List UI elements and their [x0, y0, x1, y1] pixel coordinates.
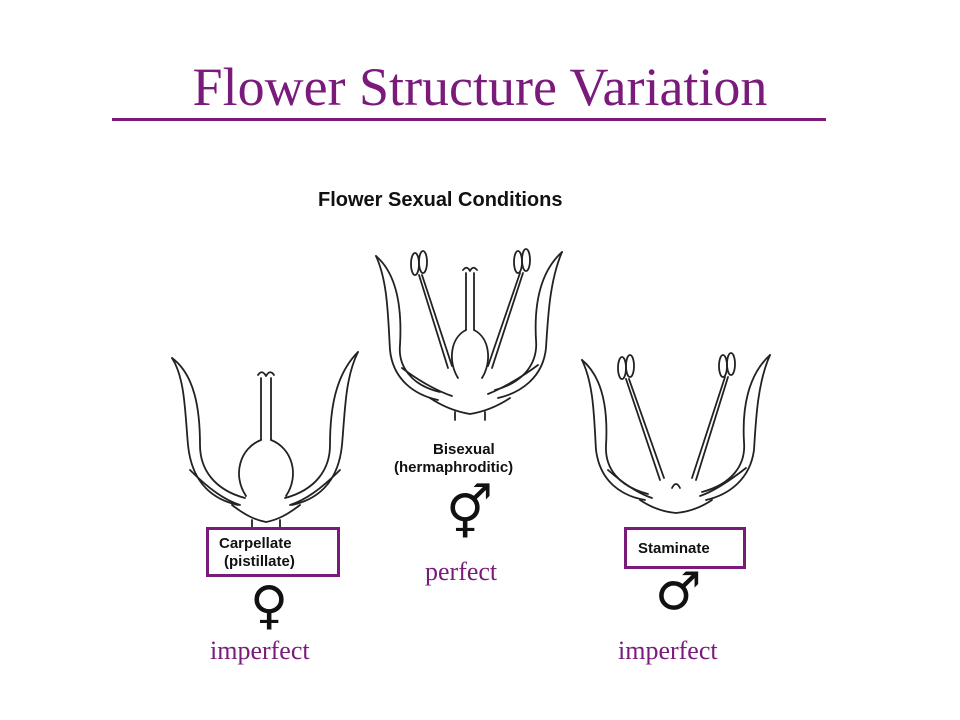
staminate-flower-illustration — [581, 352, 771, 514]
title-underline — [112, 118, 826, 121]
staminate-label: Staminate — [638, 540, 710, 557]
bisexual-flower-illustration — [375, 248, 563, 421]
hermaphrodite-symbol-icon: ⚥ — [446, 484, 493, 544]
male-symbol-icon: ♂ — [655, 562, 702, 622]
female-symbol-icon: ♀ — [250, 576, 289, 636]
carpellate-sublabel: (pistillate) — [224, 553, 295, 570]
staminate-label-box — [624, 527, 746, 569]
carpellate-label-box — [206, 527, 340, 577]
bisexual-sublabel: (hermaphroditic) — [394, 459, 514, 476]
bisexual-note: perfect — [425, 557, 498, 586]
carpellate-flower-illustration — [171, 351, 359, 529]
staminate-note: imperfect — [618, 636, 718, 665]
slide-title: Flower Structure Variation — [192, 57, 768, 117]
carpellate-label: Carpellate — [219, 535, 292, 552]
diagram-heading: Flower Sexual Conditions — [318, 189, 563, 211]
bisexual-label: Bisexual — [433, 441, 495, 458]
carpellate-note: imperfect — [210, 636, 310, 665]
